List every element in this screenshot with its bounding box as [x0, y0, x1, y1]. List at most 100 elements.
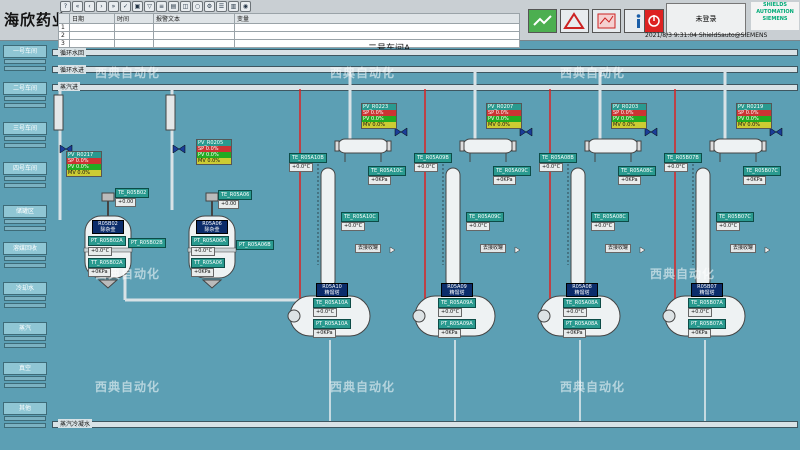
tag-tc[interactable]: TE_R05B07C	[716, 212, 754, 222]
value-readout: +0KPa	[618, 176, 641, 185]
export-icon[interactable]: ◫	[180, 1, 191, 12]
tag-pt[interactable]: TE_R05B07C	[743, 166, 781, 176]
sidebar-subitem[interactable]	[4, 303, 46, 308]
pv-faceplate[interactable]: PV_R0217 SP 0.0% PV 0.0% MV 0.0%	[66, 151, 102, 177]
tag-pa[interactable]: PT_R05B07A	[688, 319, 726, 329]
sidebar-subitem[interactable]	[4, 66, 46, 71]
sidebar-subitem[interactable]	[4, 59, 46, 64]
trend-button[interactable]	[592, 9, 621, 33]
prev-icon[interactable]: ‹	[84, 1, 95, 12]
sidebar-subitem[interactable]	[4, 96, 46, 101]
config-icon[interactable]: ⚙	[204, 1, 215, 12]
next-icon[interactable]: ›	[96, 1, 107, 12]
sidebar-subitem[interactable]	[4, 376, 46, 381]
tag-te[interactable]: TE_R05B07B	[664, 153, 702, 163]
sidebar-item-workshop3[interactable]: 三号车间	[3, 122, 47, 135]
sidebar-item-cooling[interactable]: 冷却水	[3, 282, 47, 295]
sidebar-item-workshop2[interactable]: 二号车间	[3, 82, 47, 95]
sidebar-item-vacuum[interactable]: 真空	[3, 362, 47, 375]
help-icon[interactable]: ?	[60, 1, 71, 12]
tag-te[interactable]: TE_R05A08B	[539, 153, 577, 163]
sidebar-subitem[interactable]	[4, 383, 46, 388]
sidebar-item-workshop1[interactable]: 一号车间	[3, 45, 47, 58]
pv-faceplate[interactable]: PV_R0207 SP 0.0% PV 0.0% MV 0.0%	[486, 103, 522, 129]
sidebar-subitem[interactable]	[4, 263, 46, 268]
tag-pt[interactable]: PT_R05A06B	[236, 240, 274, 250]
ack-icon[interactable]: ✓	[120, 1, 131, 12]
power-button[interactable]	[644, 9, 664, 33]
sidebar-item-solvent[interactable]: 溶媒回收	[3, 242, 47, 255]
tag-ta[interactable]: TE_R05A10A	[313, 298, 351, 308]
tag-tt[interactable]: TT_R05A06	[191, 258, 226, 268]
tag-pt[interactable]: TE_R05A09C	[493, 166, 531, 176]
tag-te[interactable]: TE_R05A09B	[414, 153, 452, 163]
filter-icon[interactable]: ▽	[144, 1, 155, 12]
tag-pa[interactable]: PT_R05A10A	[313, 319, 351, 329]
alarm-table[interactable]: 日期 时间 报警文本 变量 1 2 3	[58, 13, 520, 48]
tag-pa[interactable]: PT_R05A09A	[438, 319, 476, 329]
sidebar-item-tankfarm[interactable]: 储罐区	[3, 205, 47, 218]
tag-pt[interactable]: TE_R05A10C	[368, 166, 406, 176]
last-icon[interactable]: »	[108, 1, 119, 12]
pv-faceplate[interactable]: PV_R0205 SP 0.0% PV 0.0% MV 0.0%	[196, 139, 232, 165]
chart-check-icon	[533, 15, 552, 26]
tag-tc[interactable]: TE_R05A08C	[591, 212, 629, 222]
pv-value: 0.0%	[207, 158, 221, 164]
first-icon[interactable]: «	[72, 1, 83, 12]
tag-ta[interactable]: TE_R05A08A	[563, 298, 601, 308]
sidebar-subitem[interactable]	[4, 136, 46, 141]
tag-ta[interactable]: TE_R05A09A	[438, 298, 476, 308]
sidebar-subitem[interactable]	[4, 103, 46, 108]
bell-icon[interactable]: ◉	[240, 1, 251, 12]
pv-row-label: SP	[363, 110, 370, 116]
search-icon[interactable]: ○	[192, 1, 203, 12]
sidebar-subitem[interactable]	[4, 343, 46, 348]
sidebar-subitem[interactable]	[4, 226, 46, 231]
stats-icon[interactable]: ▥	[228, 1, 239, 12]
sidebar-subitem[interactable]	[4, 336, 46, 341]
pv-row-label: MV	[738, 122, 746, 128]
print-icon[interactable]: ▤	[168, 1, 179, 12]
value-readout: +0.0°C	[88, 247, 113, 256]
sidebar-subitem[interactable]	[4, 176, 46, 181]
sidebar-subitem[interactable]	[4, 183, 46, 188]
tag-pt[interactable]: TE_R05A08C	[618, 166, 656, 176]
login-status[interactable]: 未登录	[666, 3, 746, 35]
tag-tc[interactable]: TE_R05A09C	[466, 212, 504, 222]
pv-faceplate[interactable]: PV_R0223 SP 0.0% PV 0.0% MV 0.0%	[361, 103, 397, 129]
pv-faceplate[interactable]: PV_R0219 SP 0.0% PV 0.0% MV 0.0%	[736, 103, 772, 129]
tag-pt[interactable]: PT_R05B02B	[128, 238, 166, 248]
alarm-button[interactable]	[560, 9, 589, 33]
tag-pt[interactable]: PT_R05A06A	[191, 236, 229, 246]
lock-icon[interactable]: ▣	[132, 1, 143, 12]
sidebar-subitem[interactable]	[4, 256, 46, 261]
pv-row-label: MV	[363, 122, 371, 128]
tag-pt[interactable]: PT_R05B02A	[88, 236, 126, 246]
sidebar-item-workshop4[interactable]: 四号车间	[3, 162, 47, 175]
table-row[interactable]: 3	[58, 39, 520, 48]
sidebar-item-other[interactable]: 其他	[3, 402, 47, 415]
sidebar-subitem[interactable]	[4, 423, 46, 428]
tag-tt[interactable]: TT_R05B02A	[88, 258, 126, 268]
sidebar-subitem[interactable]	[4, 219, 46, 224]
tag-tc[interactable]: TE_R05A10C	[341, 212, 379, 222]
sidebar-subitem[interactable]	[4, 143, 46, 148]
tag-te[interactable]: TE_R05A06	[218, 190, 253, 200]
list-icon[interactable]: ☰	[216, 1, 227, 12]
tag-ta[interactable]: TE_R05B07A	[688, 298, 726, 308]
tag-pa[interactable]: PT_R05A08A	[563, 319, 601, 329]
pv-faceplate[interactable]: PV_R0203 SP 0.0% PV 0.0% MV 0.0%	[611, 103, 647, 129]
tag-te[interactable]: TE_R05B02	[115, 188, 150, 198]
overview-button[interactable]	[528, 9, 557, 33]
sidebar-subitem[interactable]	[4, 296, 46, 301]
sidebar-subitem[interactable]	[4, 416, 46, 421]
sort-icon[interactable]: ≡	[156, 1, 167, 12]
sidebar-item-steam[interactable]: 蒸汽	[3, 322, 47, 335]
tag-te[interactable]: TE_R05A10B	[289, 153, 327, 163]
